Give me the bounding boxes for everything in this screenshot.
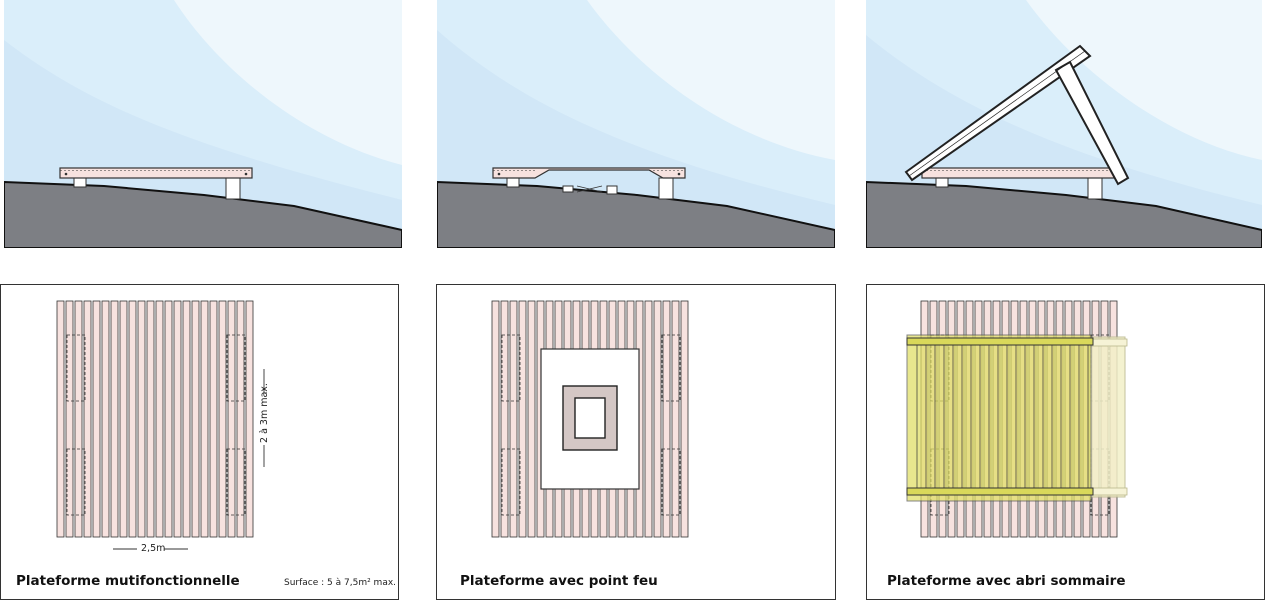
plan-fire-drawing [491,300,689,538]
deck-board [119,300,128,538]
deck-board [110,300,119,538]
plan-panel-shelter: Plateforme avec abri sommaire [866,284,1265,600]
joist-outline [226,334,246,402]
deck-board [137,300,146,538]
caption-shelter: Plateforme avec abri sommaire [887,573,1126,589]
caption-platform: Plateforme mutifonctionnelle [16,573,240,589]
deck-board [92,300,101,538]
deck-board [65,300,74,538]
plan-panel-fire: Plateforme avec point feu [436,284,836,600]
plan-platform-drawing [56,300,265,550]
elevation-platform [4,0,402,248]
joist-outline [66,448,86,516]
elevation-platform-drawing [4,0,402,248]
joist-outline [226,448,246,516]
dimension-length-label: 2 à 3m max. [259,383,270,443]
deck-board [74,300,83,538]
deck-board [164,300,173,538]
deck-board [209,300,218,538]
deck-board [662,300,671,538]
deck-board [128,300,137,538]
plan-shelter-drawing [906,300,1128,538]
joist-outline [66,334,86,402]
elevation-platform-fire-drawing [437,0,835,248]
deck-board [236,300,245,538]
elevation-platform-shelter-drawing [866,0,1262,248]
elevation-platform-fire [437,0,835,248]
deck-board [518,300,527,538]
deck-board [218,300,227,538]
deck-board [173,300,182,538]
plan-panel-platform: 2,5m 2 à 3m max. Plateforme mutifonction… [0,284,399,600]
deck-board [101,300,110,538]
deck-board [146,300,155,538]
deck-board [245,300,254,538]
deck-board [182,300,191,538]
deck-board [671,300,680,538]
deck-board [491,300,500,538]
deck-board [227,300,236,538]
deck-board [200,300,209,538]
joist-outline [501,448,521,516]
surface-note: Surface : 5 à 7,5m² max. [284,578,397,588]
caption-fire: Plateforme avec point feu [460,573,658,589]
deck-board [83,300,92,538]
deck-board [644,300,653,538]
joist-outline [501,334,521,402]
deck-board [653,300,662,538]
deck-board [191,300,200,538]
deck-board [680,300,689,538]
deck-board [500,300,509,538]
deck-board [527,300,536,538]
elevation-platform-shelter [866,0,1262,248]
deck-board [509,300,518,538]
deck-board [56,300,65,538]
joist-outline [661,334,681,402]
dimension-width-label: 2,5m [141,543,166,554]
joist-outline [661,448,681,516]
deck-board [155,300,164,538]
